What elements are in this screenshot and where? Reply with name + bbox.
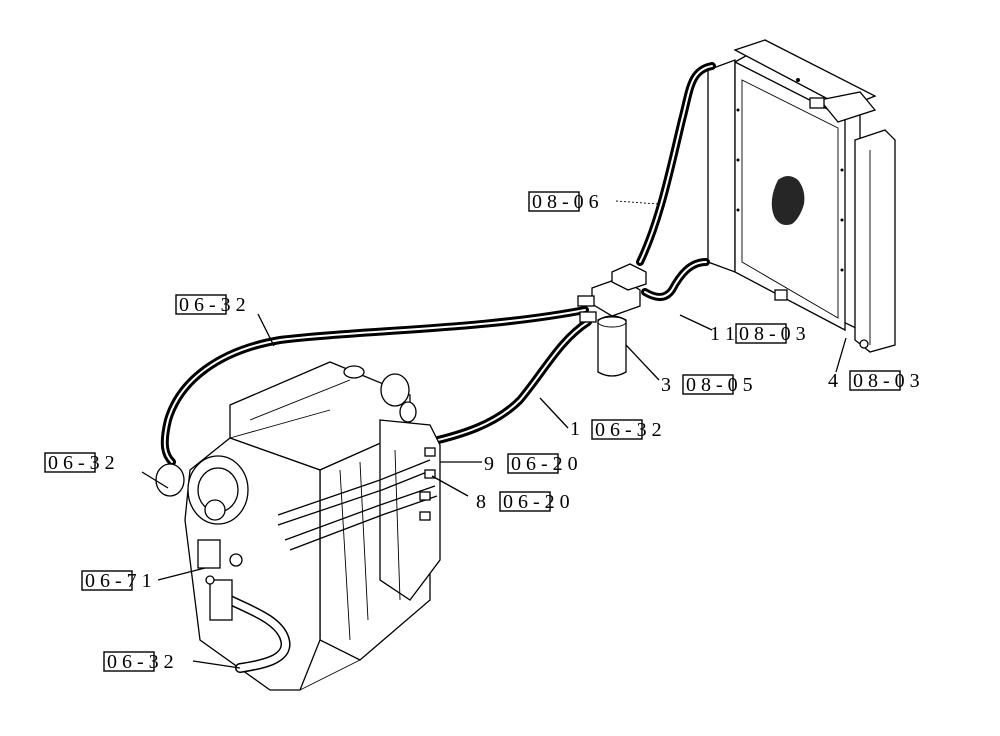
callout-ref: 0 8 - 0 3	[853, 370, 920, 392]
callout-ref: 0 6 - 2 0	[511, 453, 578, 475]
item-number: 1	[570, 418, 580, 440]
item-number: 9	[484, 453, 494, 475]
callout-ref: 0 6 - 7 1	[85, 570, 152, 592]
callout-ref: 0 8 - 0 6	[532, 191, 599, 213]
callout-item-4: 4 0 8 - 0 3	[828, 370, 920, 392]
item-number: 1 1	[710, 323, 735, 345]
callout-06-71: 0 6 - 7 1	[81, 570, 152, 592]
item-number: 8	[476, 491, 486, 513]
callout-06-32-upper: 0 6 - 3 2	[175, 294, 246, 316]
callout-item-11: 1 1 0 8 - 0 3	[710, 323, 806, 345]
callout-ref: 0 6 - 3 2	[48, 452, 115, 474]
callout-item-8: 8 0 6 - 2 0	[476, 491, 570, 513]
callout-08-06: 0 8 - 0 6	[528, 191, 599, 213]
callout-ref: 0 6 - 3 2	[179, 294, 246, 316]
callout-ref: 0 6 - 3 2	[595, 419, 662, 441]
callout-item-1: 1 0 6 - 3 2	[570, 418, 662, 441]
callout-ref: 0 6 - 3 2	[107, 651, 174, 673]
hoses	[160, 62, 716, 466]
radiator-assembly	[707, 39, 896, 353]
item-number: 4	[828, 370, 838, 392]
callout-item-3: 3 0 8 - 0 5	[661, 374, 753, 396]
callout-06-32-bottom: 0 6 - 3 2	[103, 651, 174, 673]
transmission-housing	[155, 361, 441, 691]
item-number: 3	[661, 374, 671, 396]
callout-ref: 0 8 - 0 5	[686, 374, 753, 396]
callout-ref: 0 8 - 0 3	[739, 323, 806, 345]
callout-item-9: 9 0 6 - 2 0	[484, 453, 578, 475]
callout-ref: 0 6 - 2 0	[503, 491, 570, 513]
leader-lines	[141, 200, 847, 669]
valve-and-filter	[577, 263, 647, 377]
callout-06-32-left: 0 6 - 3 2	[44, 452, 115, 474]
